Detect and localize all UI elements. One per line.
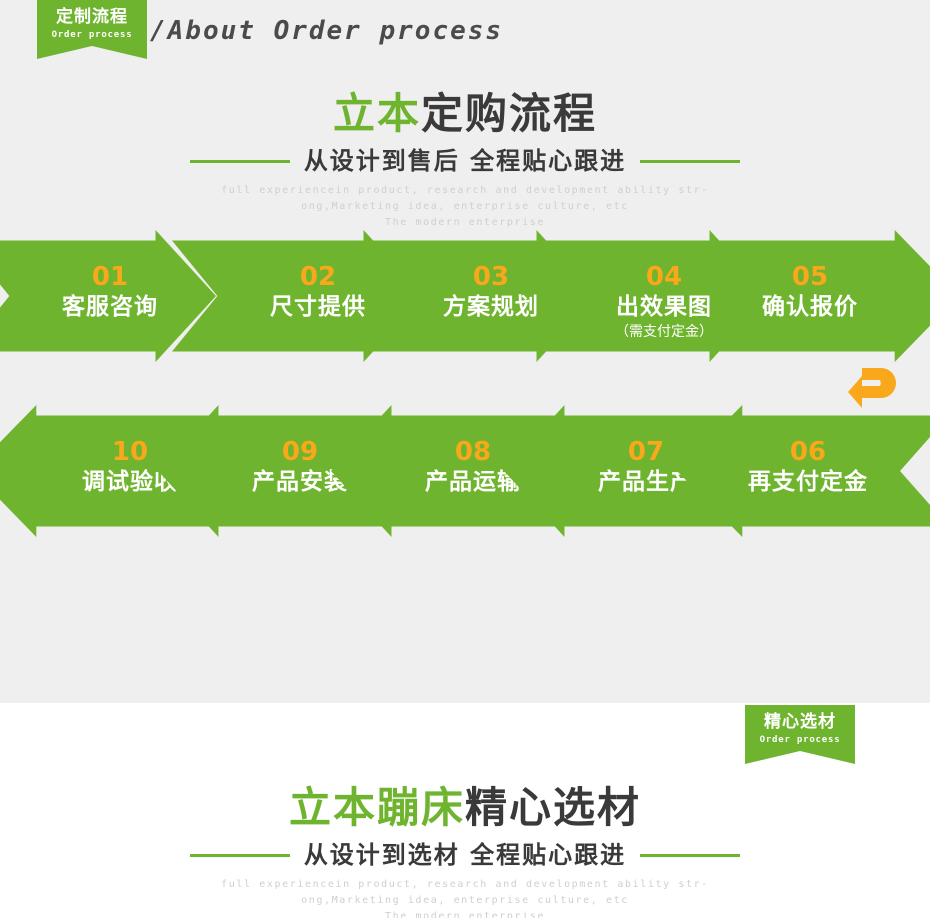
bottom-eng-line-2: ong,Marketing idea, enterprise culture, …: [301, 895, 629, 906]
bottom-page-title: 立本蹦床精心选材: [0, 782, 930, 834]
bottom-subtitle-text: 从设计到选材 全程贴心跟进: [303, 841, 627, 869]
bottom-eng-line-3: The modern enterprise: [384, 911, 546, 918]
top-gray-panel: [0, 0, 930, 703]
flow-step-01-text: 01 客服咨询: [4, 262, 216, 322]
badge-bottom-en-label: Order process: [759, 735, 841, 745]
bottom-title-block: 立本蹦床精心选材 从设计到选材 全程贴心跟进 full experiencein…: [0, 782, 930, 918]
bottom-english-caption: full experiencein product, research and …: [0, 877, 930, 918]
rule-left-bottom: [189, 853, 290, 857]
top-page-title: 立本定购流程: [0, 88, 930, 140]
badge-bottom-pennant-tail: [745, 751, 855, 764]
process-flow-row-1: 01 客服咨询 02 尺寸提供 03 方案规划 04 出效果图 （需: [0, 230, 930, 362]
flow-step-05-label: 确认报价: [762, 294, 858, 320]
u-turn-arrow-icon: [848, 360, 904, 410]
section-badge-bottom: 精心选材 Order process: [745, 705, 855, 764]
process-flow-row-2: 10 调试验收 09 产品安装 08 产品运输 07 产品生产: [0, 405, 930, 537]
flow-step-01-number: 01: [91, 262, 129, 292]
header-strip-title: /About Order process: [150, 16, 504, 46]
top-subtitle-text: 从设计到售后 全程贴心跟进: [303, 147, 627, 175]
top-eng-line-1: full experiencein product, research and …: [221, 185, 709, 196]
section-badge-top: 定制流程 Order process: [37, 0, 147, 59]
top-eng-line-2: ong,Marketing idea, enterprise culture, …: [301, 201, 629, 212]
badge-top-en-label: Order process: [51, 30, 133, 40]
flow-step-05-number: 05: [791, 262, 829, 292]
rule-right-bottom: [640, 853, 741, 857]
top-title-accent: 立本: [332, 89, 421, 138]
flow-step-06-text: 06 再支付定金: [719, 437, 897, 497]
bottom-title-accent: 立本蹦床: [288, 783, 465, 832]
badge-top-cn-label: 定制流程: [56, 7, 128, 27]
flow-step-01-label: 客服咨询: [62, 294, 158, 320]
flow-step-05-text: 05 确认报价: [731, 262, 889, 322]
badge-bottom-cn-label: 精心选材: [764, 712, 836, 732]
top-subtitle-row: 从设计到售后 全程贴心跟进: [0, 146, 930, 176]
top-title-rest: 定购流程: [421, 89, 598, 138]
badge-top-pennant-tail: [37, 46, 147, 59]
top-title-block: 立本定购流程 从设计到售后 全程贴心跟进 full experiencein p…: [0, 88, 930, 231]
bottom-title-rest: 精心选材: [465, 783, 642, 832]
flow-step-06-label: 再支付定金: [748, 469, 868, 495]
bottom-eng-line-1: full experiencein product, research and …: [221, 879, 709, 890]
top-eng-line-3: The modern enterprise: [384, 217, 546, 228]
top-english-caption: full experiencein product, research and …: [0, 183, 930, 231]
flow-step-06-number: 06: [789, 437, 827, 467]
bottom-subtitle-row: 从设计到选材 全程贴心跟进: [0, 840, 930, 870]
rule-right-top: [640, 159, 741, 163]
rule-left-top: [189, 159, 290, 163]
